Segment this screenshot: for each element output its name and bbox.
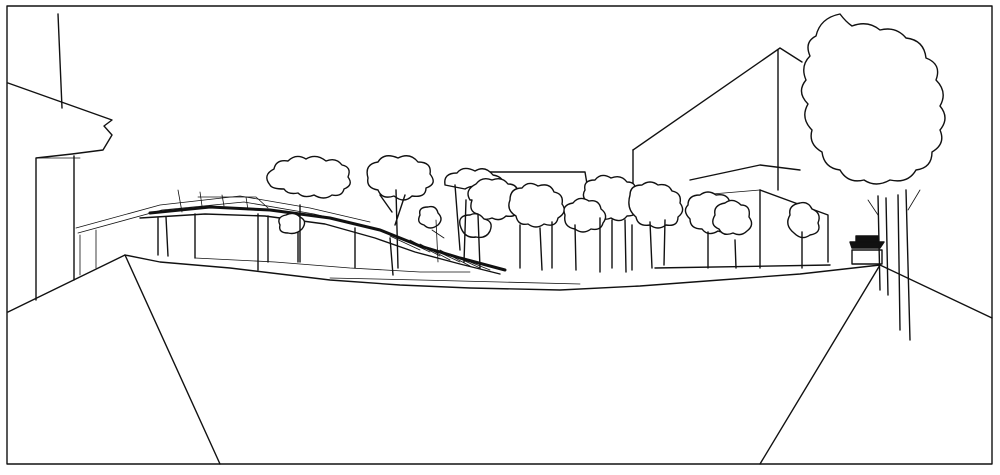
left-building xyxy=(7,13,113,301)
right-building xyxy=(632,47,831,269)
ground-plane xyxy=(7,254,993,465)
elevated-walkway xyxy=(75,189,507,276)
large-right-tree xyxy=(800,13,946,341)
tree-trunks xyxy=(299,184,803,273)
image-border xyxy=(6,5,993,465)
tree-canopies xyxy=(266,155,820,239)
kiosk xyxy=(849,235,885,265)
